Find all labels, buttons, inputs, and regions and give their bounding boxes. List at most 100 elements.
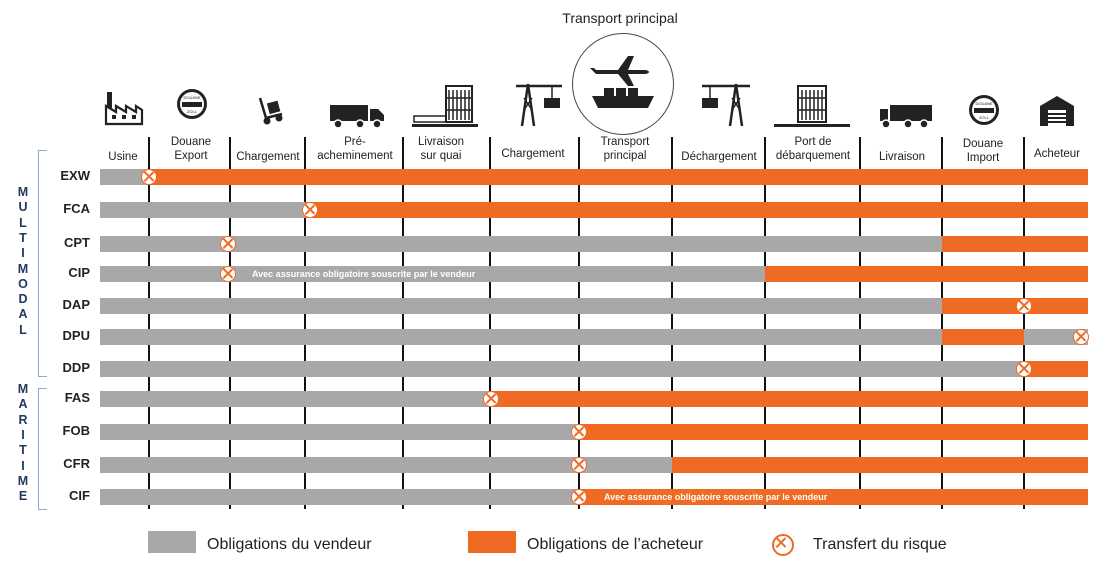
- stage-divider: [671, 137, 673, 509]
- incoterm-fob: FOB: [62, 423, 90, 438]
- truck-icon: [330, 105, 384, 129]
- risk-transfer-icon: [1016, 298, 1032, 314]
- seller-obligation-bar: [100, 391, 490, 407]
- incoterm-cpt: CPT: [64, 235, 90, 250]
- seller-obligation-bar: [100, 236, 942, 252]
- buyer-obligation-bar: [149, 169, 1088, 185]
- stage-divider: [489, 137, 491, 509]
- incoterm-fca: FCA: [63, 201, 90, 216]
- container-stack-icon: [412, 85, 478, 127]
- stage-label-dechargement: Déchargement: [681, 151, 757, 163]
- group-letter: E: [18, 489, 28, 504]
- seller-obligation-bar: [100, 424, 579, 440]
- seller-obligation-bar: [100, 361, 1024, 377]
- risk-transfer-icon: [141, 169, 157, 185]
- truck-icon: [880, 105, 932, 129]
- container-stack-icon: [774, 85, 850, 127]
- svg-text:ZOLL: ZOLL: [979, 115, 990, 120]
- buyer-obligation-bar: [579, 489, 1088, 505]
- risk-transfer-icon: [571, 489, 587, 505]
- risk-transfer-icon: [1073, 329, 1089, 345]
- customs-stamp-icon: DOUANE ZOLL: [969, 95, 999, 125]
- risk-transfer-icon: [220, 236, 236, 252]
- warehouse-icon: [1040, 96, 1074, 126]
- buyer-obligation-bar: [672, 457, 1088, 473]
- incoterm-dpu: DPU: [62, 328, 90, 343]
- group-letter: I: [21, 427, 25, 442]
- legend-seller-swatch: [148, 531, 196, 553]
- incoterm-dap: DAP: [62, 297, 90, 312]
- group-letter: D: [18, 292, 28, 307]
- group-letter: M: [17, 382, 29, 396]
- risk-transfer-icon: [302, 202, 318, 218]
- factory-icon: [104, 92, 144, 126]
- group-letter: R: [18, 412, 28, 427]
- buyer-obligation-bar: [490, 391, 1088, 407]
- risk-transfer-icon: [571, 457, 587, 473]
- risk-transfer-icon: [571, 424, 587, 440]
- legend-risk-label: Transfert du risque: [813, 536, 947, 553]
- stage-divider: [304, 137, 306, 509]
- stage-label-livraison: Livraison: [878, 151, 926, 163]
- group-letter: U: [18, 200, 28, 215]
- stage-label-pre: Pré-acheminement: [317, 136, 393, 162]
- group-letter: O: [18, 276, 28, 291]
- stage-divider: [1023, 137, 1025, 509]
- incoterm-cip: CIP: [68, 265, 90, 280]
- insurance-note: Avec assurance obligatoire souscrite par…: [604, 492, 828, 502]
- legend-seller-label: Obligations du vendeur: [207, 536, 372, 553]
- group-letter: T: [19, 443, 27, 458]
- group-letter: T: [19, 230, 27, 245]
- buyer-obligation-bar: [942, 298, 1088, 314]
- group-letter: I: [21, 458, 25, 473]
- stage-label-chargement1: Chargement: [236, 151, 300, 163]
- incoterm-cif: CIF: [69, 488, 90, 503]
- svg-text:ZOLL: ZOLL: [187, 109, 198, 114]
- stage-label-chargement2: Chargement: [501, 148, 565, 160]
- buyer-obligation-bar: [579, 424, 1088, 440]
- buyer-obligation-bar: [305, 202, 1088, 218]
- incoterm-exw: EXW: [60, 168, 90, 183]
- risk-transfer-icon: [1016, 361, 1032, 377]
- seller-obligation-bar: [100, 202, 305, 218]
- group-letter: M: [17, 261, 29, 276]
- stage-divider: [229, 137, 231, 509]
- group-letter: M: [17, 185, 29, 199]
- stage-divider: [578, 137, 580, 509]
- stage-label-usine: Usine: [108, 151, 138, 163]
- multimodal-bracket: [38, 150, 47, 377]
- crane-icon: [702, 83, 750, 127]
- incoterm-fas: FAS: [64, 390, 90, 405]
- hand-truck-icon: [258, 97, 283, 125]
- stage-divider: [148, 137, 150, 509]
- buyer-obligation-bar: [942, 329, 1024, 345]
- stage-divider: [402, 137, 404, 509]
- customs-stamp-icon: DOUANE ZOLL: [177, 89, 207, 119]
- stage-divider: [764, 137, 766, 509]
- seller-obligation-bar: [100, 489, 579, 505]
- crane-icon: [516, 83, 562, 127]
- svg-text:DOUANE: DOUANE: [183, 95, 200, 100]
- group-letter: A: [18, 307, 28, 322]
- legend-buyer-swatch: [468, 531, 516, 553]
- seller-obligation-bar: [1024, 329, 1088, 345]
- stage-divider: [859, 137, 861, 509]
- svg-text:DOUANE: DOUANE: [975, 101, 992, 106]
- transport-principal-circle: [572, 33, 674, 135]
- transport-principal-title: Transport principal: [562, 10, 678, 26]
- seller-obligation-bar: [100, 298, 942, 314]
- incoterm-cfr: CFR: [63, 456, 90, 471]
- risk-transfer-icon: [220, 266, 236, 282]
- maritime-bracket: [38, 388, 47, 510]
- group-letter: A: [18, 397, 28, 412]
- risk-transfer-icon: [772, 534, 794, 556]
- seller-obligation-bar: [100, 457, 672, 473]
- seller-obligation-bar: [100, 169, 149, 185]
- incoterm-ddp: DDP: [62, 360, 90, 375]
- buyer-obligation-bar: [765, 266, 1088, 282]
